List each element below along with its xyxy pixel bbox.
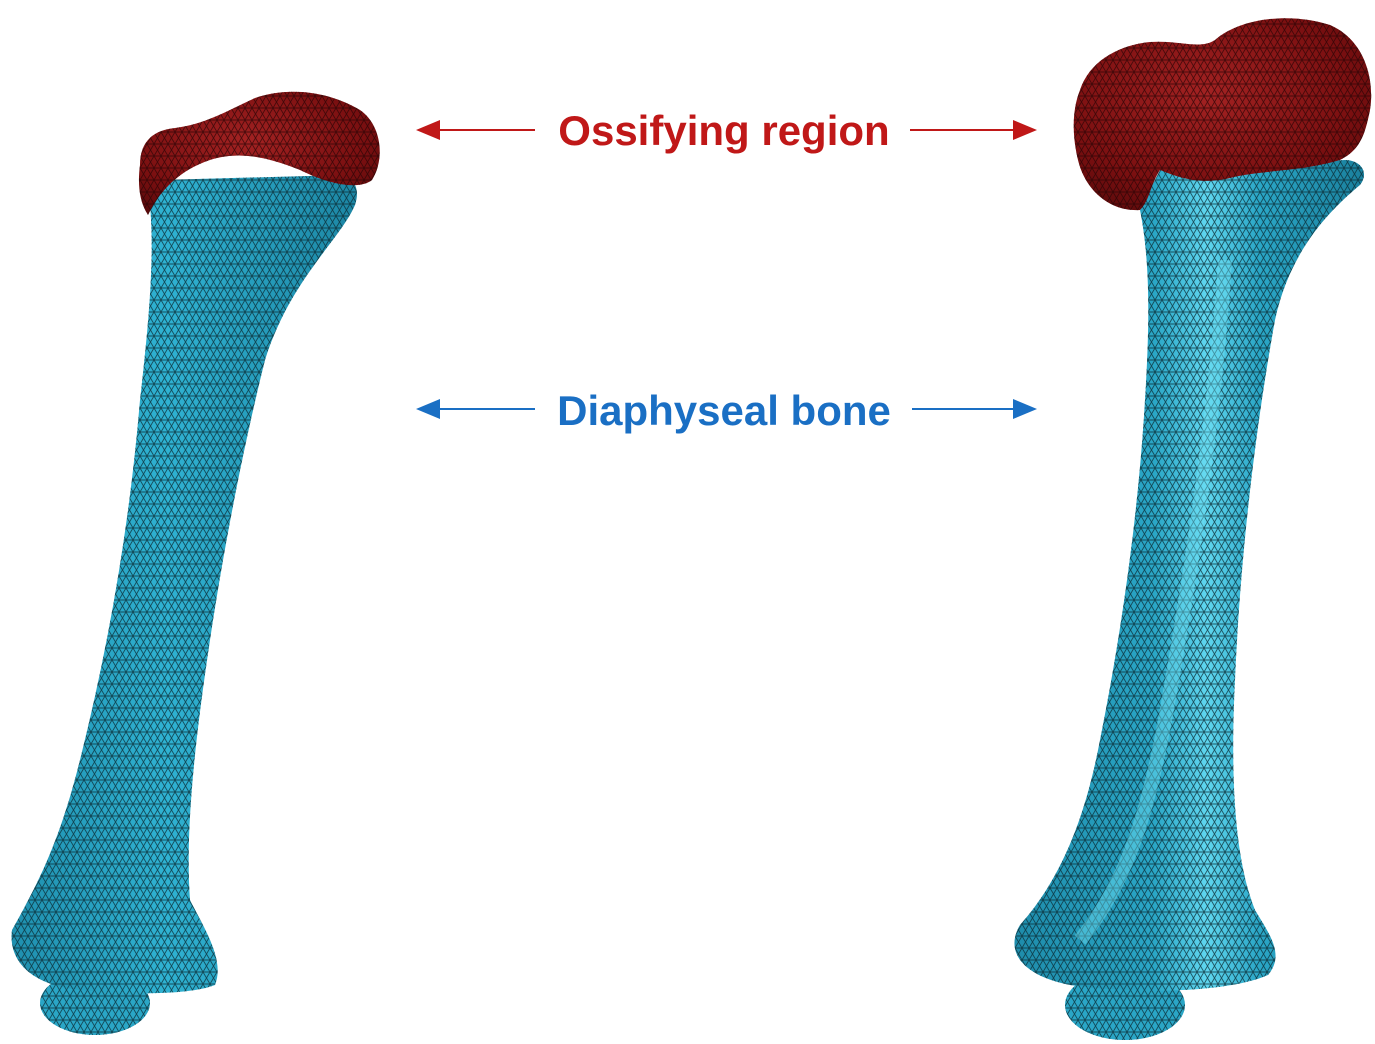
- left-bone-model: [12, 92, 380, 1035]
- ossifying-region-label: Ossifying region: [558, 107, 889, 154]
- right-bone-diaphysis: [1014, 160, 1364, 991]
- diaphyseal-bone-callout: Diaphyseal bone: [420, 387, 1033, 434]
- right-bone-model: [1014, 18, 1371, 1040]
- left-bone-diaphysis: [12, 175, 357, 993]
- ossifying-region-callout: Ossifying region: [420, 107, 1033, 154]
- diaphyseal-bone-label: Diaphyseal bone: [557, 387, 891, 434]
